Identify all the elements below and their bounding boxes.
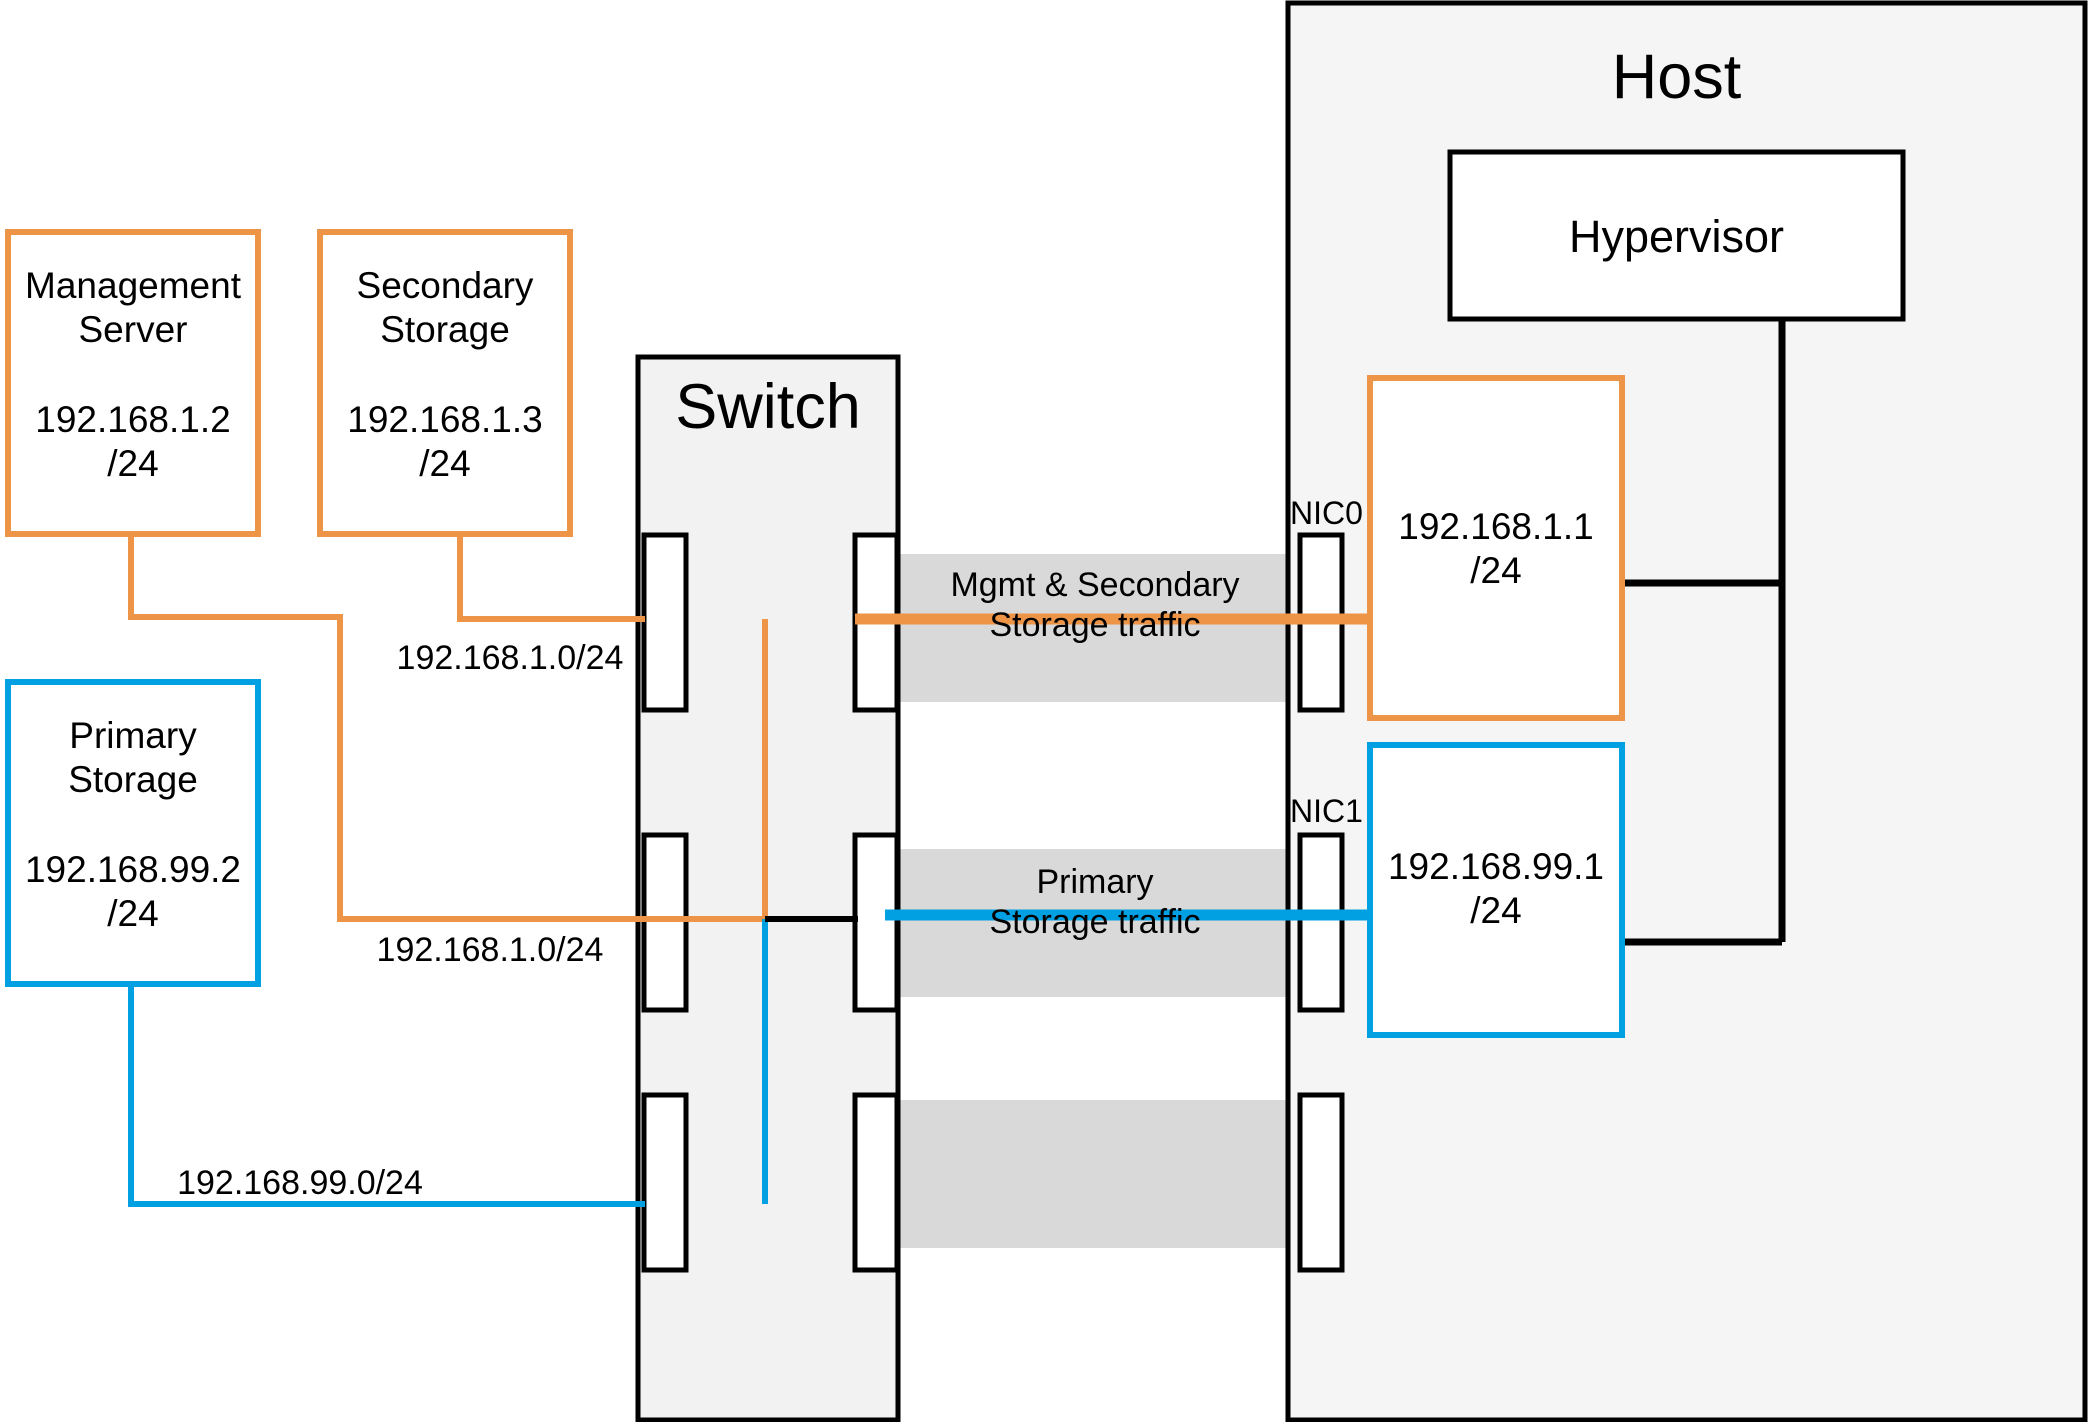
management-server-box[interactable]: [5, 229, 261, 537]
switch-port-left-1[interactable]: [641, 532, 689, 713]
link-primary-storage-to-switch: [128, 984, 645, 1207]
nic0-address-box[interactable]: [1367, 375, 1625, 721]
traffic-band-mgmt: [896, 554, 1288, 702]
link-mgmt-server-to-switch: [128, 534, 645, 922]
switch-port-right-2[interactable]: [852, 832, 900, 1013]
traffic-band-unused: [896, 1100, 1288, 1248]
secondary-storage-box[interactable]: [317, 229, 573, 537]
hypervisor-box[interactable]: [1447, 149, 1906, 322]
nic1-address-box[interactable]: [1367, 742, 1625, 1038]
switch-port-left-3[interactable]: [641, 1092, 689, 1273]
switch-port-left-2[interactable]: [641, 832, 689, 1013]
link-secondary-storage-to-switch: [457, 534, 645, 622]
switch-port-right-3[interactable]: [852, 1092, 900, 1273]
traffic-band-primary: [896, 849, 1288, 997]
host-port-3[interactable]: [1297, 1092, 1345, 1273]
primary-storage-box[interactable]: [5, 679, 261, 987]
host-nic1-port[interactable]: [1297, 832, 1345, 1013]
